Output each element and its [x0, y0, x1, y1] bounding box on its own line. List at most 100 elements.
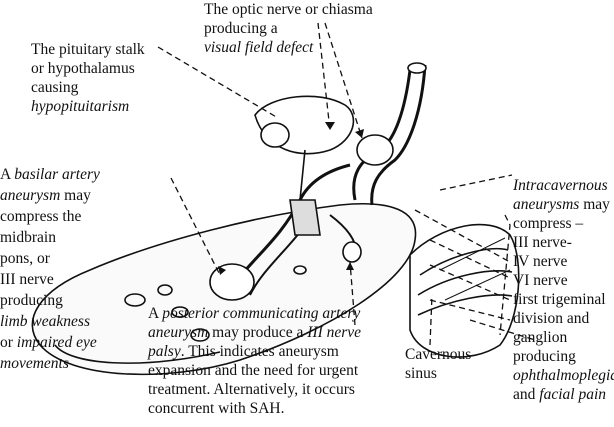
label-line: palsy. This indicates aneurysm — [148, 342, 361, 361]
label-text: The optic nerve or chiasma — [204, 1, 373, 18]
label-line: midbrain — [0, 227, 100, 248]
label-line: producing a — [204, 19, 373, 38]
label-text: compress the — [0, 208, 82, 225]
sinus-hatching — [439, 237, 506, 271]
arrowhead-icon — [346, 262, 354, 270]
skull-foramen — [171, 306, 189, 318]
italic-term: palsy — [148, 343, 181, 360]
skull-foramen — [293, 265, 307, 275]
label-text: and — [513, 386, 540, 403]
label-line: compress – — [513, 214, 614, 233]
leader-line — [469, 319, 536, 341]
leader-line — [157, 46, 279, 119]
label-text: VI nerve — [513, 272, 568, 289]
italic-term: movements — [0, 355, 69, 372]
label-text: . This indicates aneurysm — [180, 343, 339, 360]
label-line: expansion and the need for urgent — [148, 361, 361, 380]
label-line: producing — [0, 290, 100, 311]
italic-term: hypopituitarism — [31, 98, 130, 115]
label-line: Cavernous — [405, 345, 471, 364]
skull-foramen — [124, 293, 146, 307]
label-line: and facial pain — [513, 385, 614, 404]
label-text: producing a — [204, 20, 278, 37]
cranial-nerve — [417, 270, 513, 296]
label-line: III nerve- — [513, 233, 614, 252]
label-text: concurrent with SAH. — [148, 400, 285, 417]
label-line: limb weakness — [0, 311, 100, 332]
italic-term: ophthalmoplegia — [513, 367, 614, 384]
label-text: A — [148, 305, 163, 322]
leader-line — [429, 264, 511, 301]
pcom-aneurysm — [342, 241, 362, 263]
label-line: or impaired eye — [0, 332, 100, 353]
label-text: Cavernous — [405, 346, 472, 363]
leader-line — [170, 177, 221, 276]
italic-term: basilar artery — [14, 166, 100, 183]
italic-term: Intracavernous — [513, 177, 608, 194]
label-line: A posterior communicating artery — [148, 304, 361, 323]
label-line: IV nerve — [513, 252, 614, 271]
label-text: may produce a — [208, 324, 308, 341]
label-text: producing — [0, 292, 63, 309]
leader-line — [317, 22, 331, 131]
pituitary-stalk — [299, 149, 306, 201]
italic-term: posterior communicating artery — [162, 305, 361, 322]
label-text: IV nerve — [513, 253, 568, 270]
leader-lines — [157, 22, 536, 346]
sinus-hatching — [444, 269, 511, 301]
italic-term: aneurysm — [148, 324, 209, 341]
label-text: producing — [513, 348, 576, 365]
label-line: aneurysm may produce a III nerve — [148, 323, 361, 342]
label-text: A — [0, 166, 15, 183]
label-text: division and — [513, 310, 590, 327]
skull-foramen — [157, 284, 173, 296]
label-line: division and — [513, 309, 614, 328]
leader-line — [429, 294, 433, 346]
label-line: pons, or — [0, 248, 100, 269]
skull-foramen — [190, 328, 210, 342]
italic-term: impaired eye — [16, 334, 97, 351]
arrowhead-icon — [325, 122, 335, 130]
label-line: ganglion — [513, 328, 614, 347]
label-text: sinus — [405, 365, 437, 382]
arrowheads — [218, 122, 364, 275]
carotid-lumen — [407, 62, 427, 74]
arrowhead-icon — [355, 129, 364, 138]
leader-line — [349, 261, 356, 326]
leader-line — [324, 22, 363, 139]
optic-nerve — [260, 122, 290, 148]
label-text: compress – — [513, 215, 584, 232]
cavernous-sinus-label: Cavernous sinus — [405, 345, 471, 383]
label-line: Intracavernous — [513, 176, 614, 195]
label-text: pons, or — [0, 250, 50, 267]
label-text: or — [0, 334, 17, 351]
italic-term: limb weakness — [0, 313, 90, 330]
hatched-chiasma-area — [289, 199, 321, 236]
label-text: ganglion — [513, 329, 568, 346]
label-text: expansion and the need for urgent — [148, 362, 359, 379]
optic-nerve — [356, 134, 394, 166]
label-line: The optic nerve or chiasma — [204, 0, 373, 19]
label-line: or hypothalamus — [31, 59, 145, 78]
italic-term: aneurysms — [513, 196, 580, 213]
label-text: midbrain — [0, 229, 56, 246]
cranial-nerve — [417, 294, 513, 316]
leader-line — [429, 299, 511, 321]
leader-line — [439, 174, 513, 191]
label-line: causing — [31, 78, 145, 97]
label-line: sinus — [405, 364, 471, 383]
label-text: III nerve- — [513, 234, 572, 251]
leader-line — [499, 214, 511, 336]
italic-term: III nerve — [307, 324, 362, 341]
label-line: movements — [0, 353, 100, 374]
label-line: III nerve — [0, 269, 100, 290]
label-line: aneurysms may — [513, 195, 614, 214]
label-line: treatment. Alternatively, it occurs — [148, 380, 361, 399]
